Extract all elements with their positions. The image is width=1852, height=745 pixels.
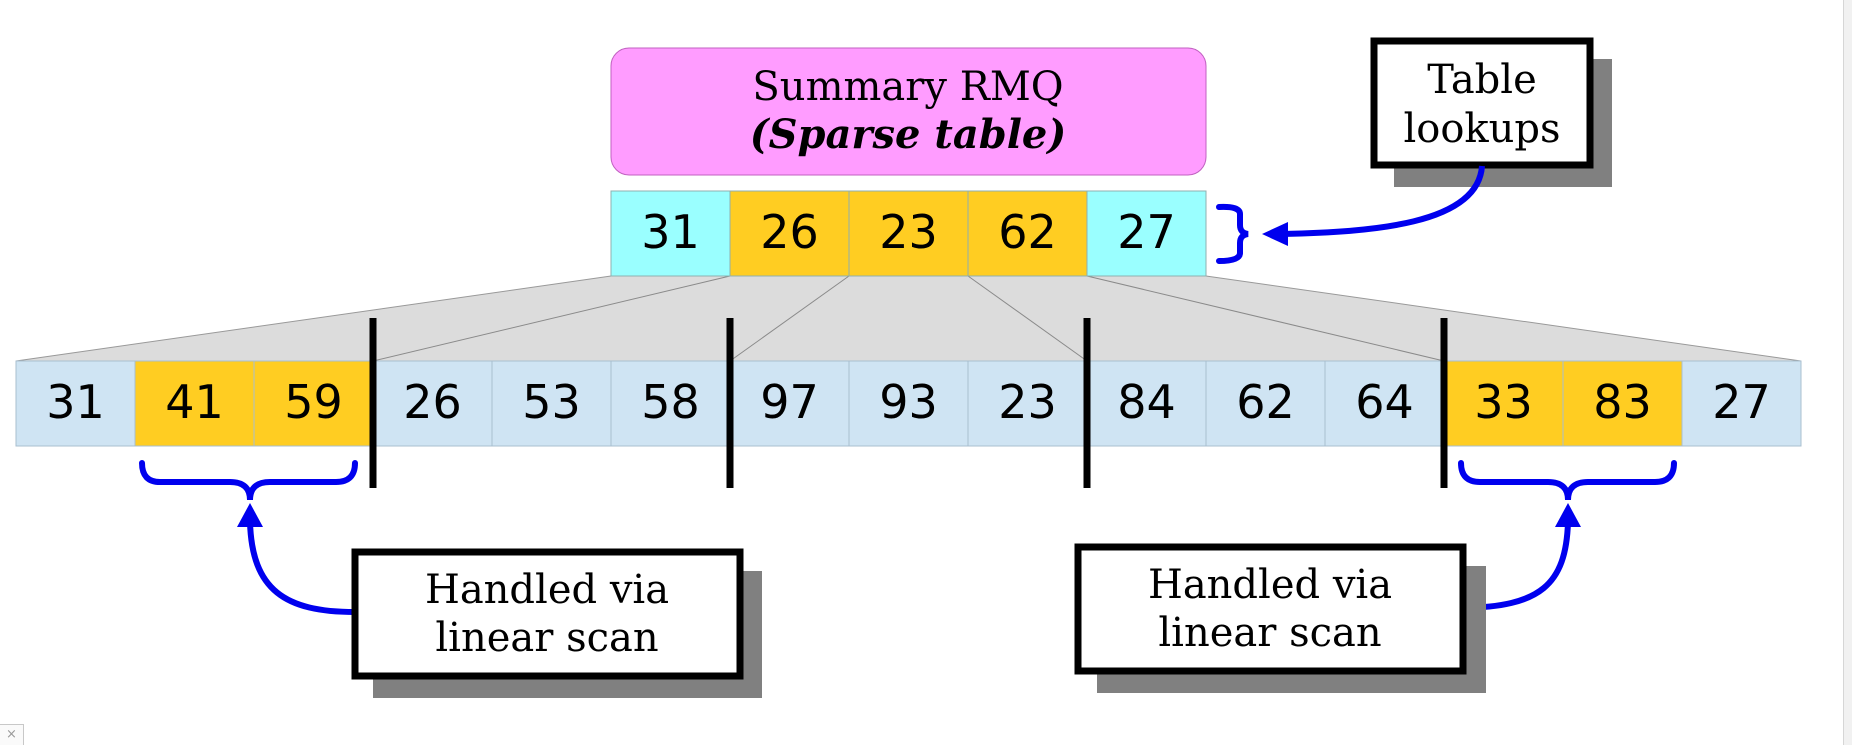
array-cell (1086, 360, 1207, 447)
left-scan-arrowhead (237, 503, 263, 527)
table-lookups-arrow (1281, 165, 1485, 237)
array-cell (1681, 360, 1802, 447)
summary-cell (729, 190, 850, 277)
table-lookups-line1: Table (1427, 57, 1537, 103)
input-array: 31 41 59 26 53 58 97 93 23 84 62 64 33 83 27 (15, 360, 1802, 447)
table-lookups-arrowhead (1262, 222, 1288, 246)
array-cell (1562, 360, 1683, 447)
block-separators (369, 318, 1448, 488)
array-cell (372, 360, 493, 447)
array-cell-value: 26 (403, 375, 462, 429)
block-fan (15, 275, 1802, 362)
summary-cell (848, 190, 969, 277)
left-scan-brace (139, 460, 358, 501)
array-cell-value: 53 (522, 375, 581, 429)
right-scan-line1: Handled via (1148, 562, 1392, 608)
vertical-scrollbar[interactable] (1843, 0, 1852, 745)
array-cell-value: 23 (998, 375, 1057, 429)
array-cell (1443, 360, 1564, 447)
fan-divider (372, 275, 731, 362)
array-cell-value: 64 (1355, 375, 1414, 429)
left-scan-line1: Handled via (425, 567, 669, 613)
summary-bracket (1216, 203, 1249, 264)
array-cell-value: 97 (760, 375, 819, 429)
array-cell-value: 59 (284, 375, 343, 429)
right-scan-arrowhead (1555, 503, 1581, 527)
fan-divider (729, 275, 850, 362)
summary-cell-value: 26 (760, 205, 819, 259)
right-scan-box (1074, 543, 1467, 675)
array-cell (1324, 360, 1445, 447)
fan-region (15, 275, 1802, 362)
array-cell (253, 360, 374, 447)
left-scan-line2: linear scan (435, 615, 658, 661)
table-lookups-callout: Table lookups (1370, 37, 1612, 187)
summary-cell (610, 190, 731, 277)
left-scan-arrow (247, 521, 356, 615)
summary-subtitle: (Sparse table) (750, 111, 1067, 158)
array-cell (848, 360, 969, 447)
array-cell (15, 360, 136, 447)
left-scan-callout: Handled via linear scan (351, 548, 762, 698)
summary-cell-value: 31 (641, 205, 700, 259)
table-lookups-box (1370, 37, 1594, 169)
array-cell (729, 360, 850, 447)
table-lookups-line2: lookups (1403, 106, 1560, 152)
array-cell (1205, 360, 1326, 447)
summary-array: 31 26 23 62 27 (610, 190, 1207, 277)
close-icon[interactable]: × (0, 724, 24, 745)
fan-divider (967, 275, 1088, 362)
fan-divider (1086, 275, 1445, 362)
array-cell (610, 360, 731, 447)
summary-cell (967, 190, 1088, 277)
array-cell-value: 83 (1593, 375, 1652, 429)
right-scan-arrow (1461, 521, 1571, 611)
summary-cell (1086, 190, 1207, 277)
array-cell-value: 33 (1474, 375, 1533, 429)
array-cell-value: 62 (1236, 375, 1295, 429)
right-scan-line2: linear scan (1158, 610, 1381, 656)
array-cell-value: 84 (1117, 375, 1176, 429)
array-cell-value: 41 (165, 375, 224, 429)
summary-cell-value: 23 (879, 205, 938, 259)
array-cell (491, 360, 612, 447)
summary-cell-value: 62 (998, 205, 1057, 259)
summary-cell-value: 27 (1117, 205, 1176, 259)
array-cell-value: 93 (879, 375, 938, 429)
array-cell-value: 31 (46, 375, 105, 429)
array-cell (967, 360, 1088, 447)
array-cell-value: 27 (1712, 375, 1771, 429)
right-scan-callout: Handled via linear scan (1074, 543, 1486, 693)
right-scan-brace (1458, 460, 1677, 501)
summary-rmq-box: Summary RMQ (Sparse table) (610, 47, 1207, 176)
summary-title: Summary RMQ (752, 64, 1063, 110)
left-scan-box (351, 548, 744, 680)
array-cell-value: 58 (641, 375, 700, 429)
